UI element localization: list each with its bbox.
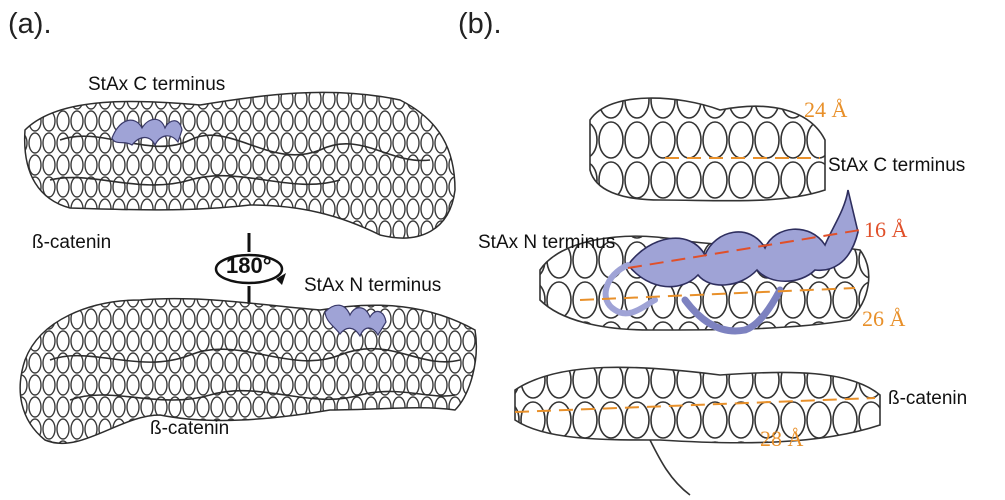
panel-b-label: (b). — [458, 8, 502, 40]
stax-peptide-bottom — [324, 304, 387, 338]
stax-n-terminus-label-b: StAx N terminus — [478, 232, 616, 253]
rotation-label: 180° — [226, 253, 272, 278]
catenin-structure-top — [23, 91, 456, 239]
catenin-label-b: ß-catenin — [888, 388, 968, 409]
catenin-label-a-bottom: ß-catenin — [150, 418, 230, 439]
catenin-helix-upper — [589, 97, 826, 202]
distance-24-label: 24 Å — [804, 97, 848, 122]
rotation-symbol — [214, 233, 286, 304]
distance-26-label: 26 Å — [862, 306, 906, 331]
stax-helix-zoom — [602, 189, 859, 335]
stax-peptide-top — [111, 118, 183, 147]
distance-line-26 — [579, 287, 856, 301]
distance-line-28 — [514, 397, 876, 413]
catenin-structure-bottom — [19, 297, 478, 445]
distance-line-16 — [627, 229, 861, 269]
stax-c-terminus-label-b: StAx C terminus — [828, 155, 966, 176]
distance-16-label: 16 Å — [864, 217, 908, 242]
catenin-label-a-top: ß-catenin — [32, 232, 112, 253]
panel-a-label: (a). — [8, 8, 52, 40]
distance-28-label: 28 Å — [760, 426, 804, 451]
stax-c-terminus-label-a: StAx C terminus — [88, 74, 226, 95]
stax-n-terminus-label-a: StAx N terminus — [304, 275, 442, 296]
catenin-helix-lower — [514, 366, 881, 496]
